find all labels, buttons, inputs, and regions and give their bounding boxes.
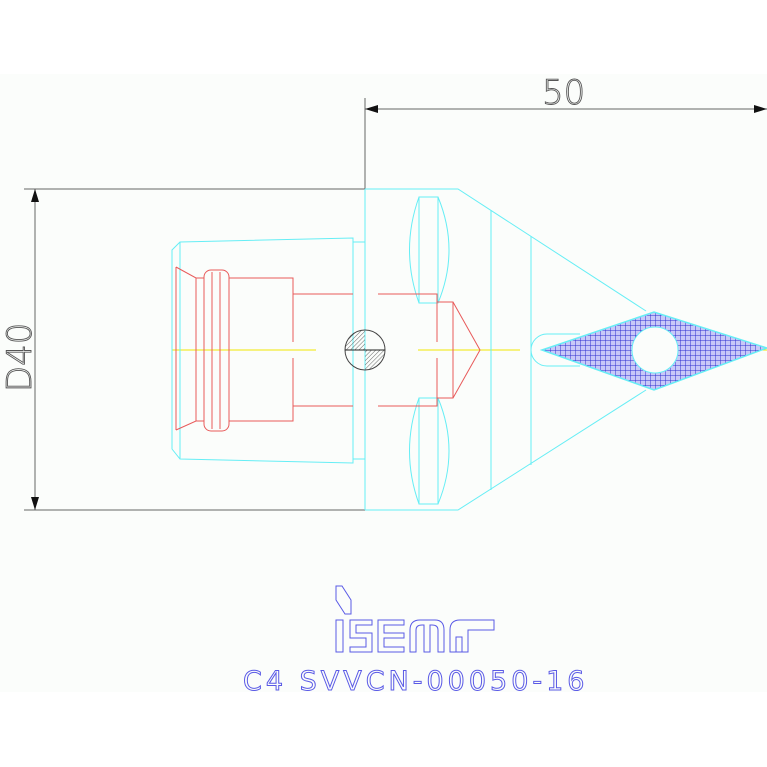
brand-logo — [335, 585, 495, 653]
internal-features — [175, 266, 481, 432]
diameter-label: D40 — [0, 323, 40, 392]
length-label: 50 — [542, 73, 585, 113]
length-dimension: 50 — [364, 73, 767, 190]
head-outline — [364, 188, 647, 511]
insert — [539, 311, 767, 391]
center-mark-icon — [344, 329, 386, 371]
diameter-dimension: D40 — [0, 188, 365, 511]
drawing-title: C4 SVVCN-00050-16 — [243, 666, 588, 697]
shank-outline — [171, 237, 365, 464]
